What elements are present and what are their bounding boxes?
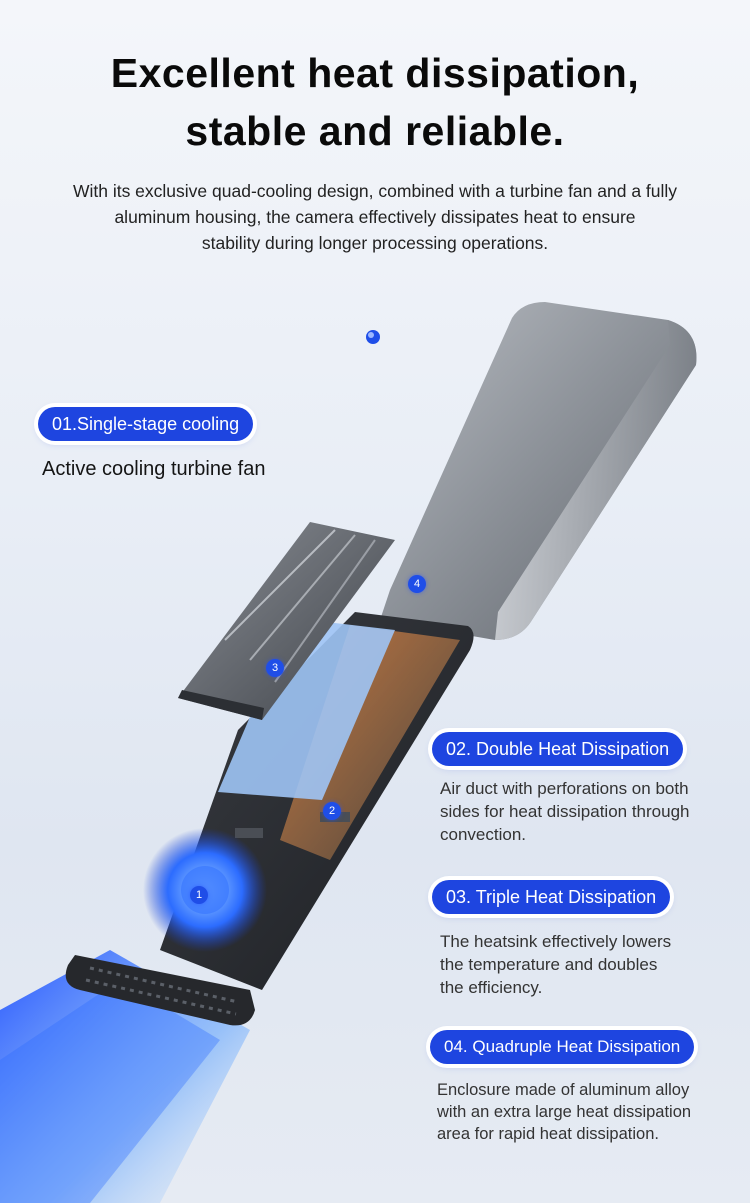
headline-line-1: Excellent heat dissipation, <box>110 50 640 96</box>
feature-1-description: Active cooling turbine fan <box>42 458 266 480</box>
feature-1-label: 01.Single-stage cooling <box>38 407 254 441</box>
feature-4-desc-line-3: area for rapid heat dissipation. <box>437 1125 659 1143</box>
feature-4-desc-line-1: Enclosure made of aluminum alloy <box>437 1081 690 1099</box>
feature-3-desc-line-1: The heatsink effectively lowers <box>440 932 672 951</box>
feature-2-desc-line-2: sides for heat dissipation through <box>440 802 690 821</box>
thermal-pad <box>218 618 395 800</box>
vent-grille <box>65 955 255 1026</box>
intro-line-1: With its exclusive quad-cooling design, … <box>72 181 678 201</box>
marker-4: 4 <box>408 575 426 593</box>
feature-2-desc-line-3: convection. <box>440 825 526 844</box>
aluminum-shell <box>380 302 697 640</box>
intro-paragraph: With its exclusive quad-cooling design, … <box>30 178 720 256</box>
headline-line-2: stable and reliable. <box>185 108 565 154</box>
headline: Excellent heat dissipation, stable and r… <box>0 44 750 160</box>
feature-2-description: Air duct with perforations on both sides… <box>440 777 690 846</box>
marker-3: 3 <box>266 659 284 677</box>
heatsink <box>178 522 395 720</box>
feature-2-desc-line-1: Air duct with perforations on both <box>440 779 689 798</box>
feature-4-desc-line-2: with an extra large heat dissipation <box>437 1103 692 1121</box>
feature-3-desc-line-2: the temperature and doubles <box>440 955 658 974</box>
marker-2: 2 <box>323 802 341 820</box>
feature-4-description: Enclosure made of aluminum alloy with an… <box>437 1079 691 1145</box>
feature-2-label: 02. Double Heat Dissipation <box>432 732 684 766</box>
feature-3-desc-line-3: the efficiency. <box>440 978 543 997</box>
feature-4-label: 04. Quadruple Heat Dissipation <box>430 1030 695 1064</box>
intro-line-3: stability during longer processing opera… <box>201 233 549 253</box>
marker-1: 1 <box>190 886 208 904</box>
feature-3-label: 03. Triple Heat Dissipation <box>432 880 671 914</box>
feature-3-description: The heatsink effectively lowers the temp… <box>440 930 671 999</box>
intro-line-2: aluminum housing, the camera effectively… <box>114 207 636 227</box>
